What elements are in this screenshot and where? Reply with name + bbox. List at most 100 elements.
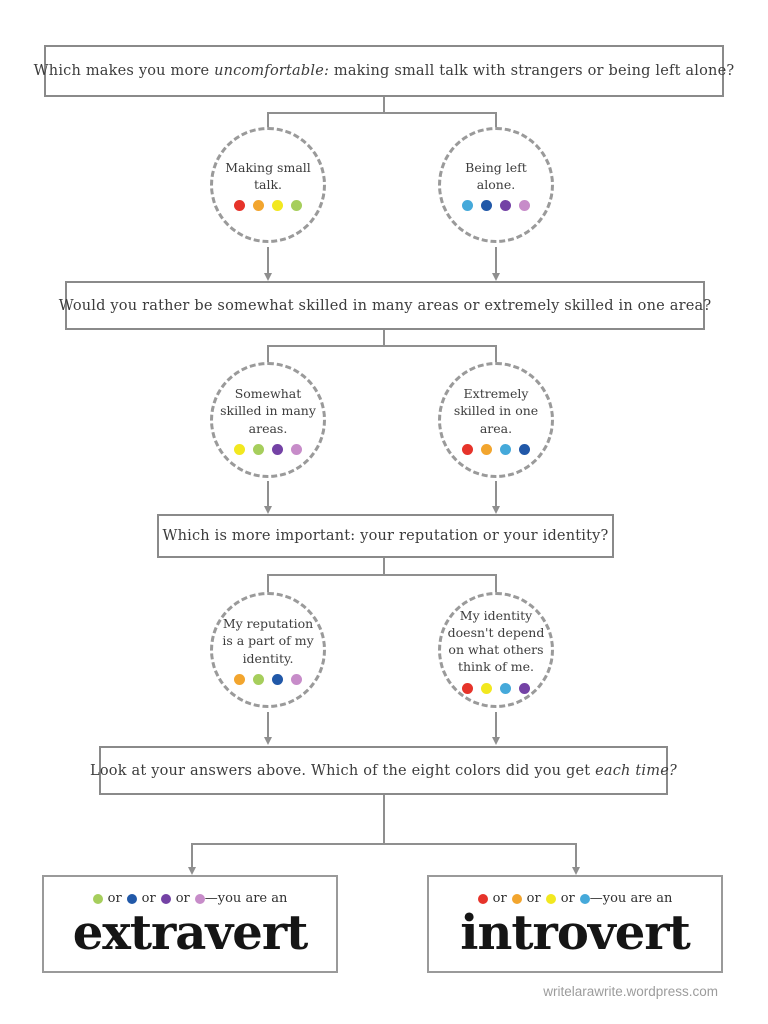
color-dot (462, 200, 473, 212)
color-dot (519, 200, 530, 212)
color-dot (519, 443, 530, 455)
connector-line (267, 574, 269, 592)
connector-line (495, 345, 497, 362)
arrow-down-icon (491, 273, 500, 281)
arrow-down-icon (491, 737, 500, 745)
result-box-extravert: or or or —you are an extravert (42, 875, 338, 973)
color-dot-row (462, 682, 530, 694)
connector-line (383, 97, 385, 112)
connector-line (495, 247, 497, 274)
answer-circle-text: My identity doesn't depend on what other… (447, 607, 545, 675)
answer-circle-text: Extremely skilled in one area. (453, 386, 539, 436)
color-dot (291, 443, 302, 455)
arrow-down-icon (571, 867, 580, 875)
arrow-down-icon (263, 273, 272, 281)
color-dot (272, 200, 283, 212)
color-dot (194, 893, 205, 904)
answer-circle-text: My reputation is a part of my identity. (222, 616, 314, 666)
question-3-text: Which is more important: your reputation… (162, 528, 609, 544)
color-dot (234, 673, 245, 685)
result-color-key: or or or —you are an (92, 891, 288, 907)
question-box-1: Which makes you more uncomfortable: maki… (34, 45, 734, 97)
connector-line (495, 712, 497, 738)
arrow-down-icon (263, 737, 272, 745)
question-box-2: Would you rather be somewhat skilled in … (59, 281, 711, 330)
color-dot-row (462, 200, 530, 212)
connector-line (267, 345, 269, 362)
color-dot (462, 443, 473, 455)
color-dot (92, 893, 103, 904)
question-box-3: Which is more important: your reputation… (157, 514, 614, 558)
color-dot (545, 893, 556, 904)
color-dot-row (234, 443, 302, 455)
connector-line (267, 112, 496, 114)
color-dot (579, 893, 590, 904)
result-suffix-text: —you are an (204, 891, 288, 907)
color-dot (253, 673, 264, 685)
color-dot (481, 682, 492, 694)
color-dot (272, 443, 283, 455)
connector-line (575, 843, 577, 868)
connector-line (191, 843, 576, 845)
connector-line (495, 574, 497, 592)
color-dot (272, 673, 283, 685)
or-label: or (107, 891, 122, 907)
answer-circle-reputation: My reputation is a part of my identity. (210, 592, 326, 708)
or-label: or (175, 891, 190, 907)
connector-line (267, 481, 269, 507)
color-dot (291, 673, 302, 685)
color-dot-row (234, 673, 302, 685)
answer-circle-identity: My identity doesn't depend on what other… (438, 592, 554, 708)
color-dot (477, 893, 488, 904)
connector-line (267, 345, 496, 347)
connector-line (267, 247, 269, 274)
answer-circle-text: Somewhat skilled in many areas. (220, 386, 316, 436)
footer-credit-url: writelarawrite.wordpress.com (543, 984, 718, 999)
result-color-key: or or or —you are an (477, 891, 673, 907)
color-dot (291, 200, 302, 212)
connector-line (191, 843, 193, 868)
or-label: or (560, 891, 575, 907)
color-dot (234, 443, 245, 455)
question-2-text: Would you rather be somewhat skilled in … (58, 297, 712, 314)
or-label: or (492, 891, 507, 907)
connector-line (267, 712, 269, 738)
arrow-down-icon (263, 506, 272, 514)
answer-circle-text: Making small talk. (225, 159, 311, 192)
connector-line (383, 795, 385, 843)
question-4-text: Look at your answers above. Which of the… (90, 762, 677, 779)
result-suffix-text: —you are an (589, 891, 673, 907)
question-box-4: Look at your answers above. Which of the… (90, 746, 677, 795)
result-word-introvert: introvert (460, 905, 690, 962)
color-dot (500, 443, 511, 455)
connector-line (383, 558, 385, 574)
connector-line (495, 481, 497, 507)
connector-line (383, 330, 385, 345)
color-dot (253, 200, 264, 212)
connector-line (267, 574, 496, 576)
answer-circle-making-small-talk: Making small talk. (210, 127, 326, 243)
color-dot (160, 893, 171, 904)
or-label: or (141, 891, 156, 907)
color-dot (519, 682, 530, 694)
answer-circle-text: Being left alone. (465, 159, 527, 192)
connector-line (495, 112, 497, 128)
color-dot (500, 200, 511, 212)
arrow-down-icon (491, 506, 500, 514)
result-word-extravert: extravert (72, 905, 309, 962)
color-dot (481, 443, 492, 455)
color-dot (126, 893, 137, 904)
color-dot-row (462, 443, 530, 455)
color-dot (462, 682, 473, 694)
connector-line (267, 112, 269, 128)
color-dot (253, 443, 264, 455)
result-box-introvert: or or or —you are an introvert (427, 875, 723, 973)
answer-circle-somewhat-skilled: Somewhat skilled in many areas. (210, 362, 326, 478)
color-dot-row (234, 200, 302, 212)
color-dot (481, 200, 492, 212)
arrow-down-icon (187, 867, 196, 875)
color-dot (234, 200, 245, 212)
question-1-text: Which makes you more uncomfortable: maki… (33, 63, 735, 79)
color-dot (511, 893, 522, 904)
